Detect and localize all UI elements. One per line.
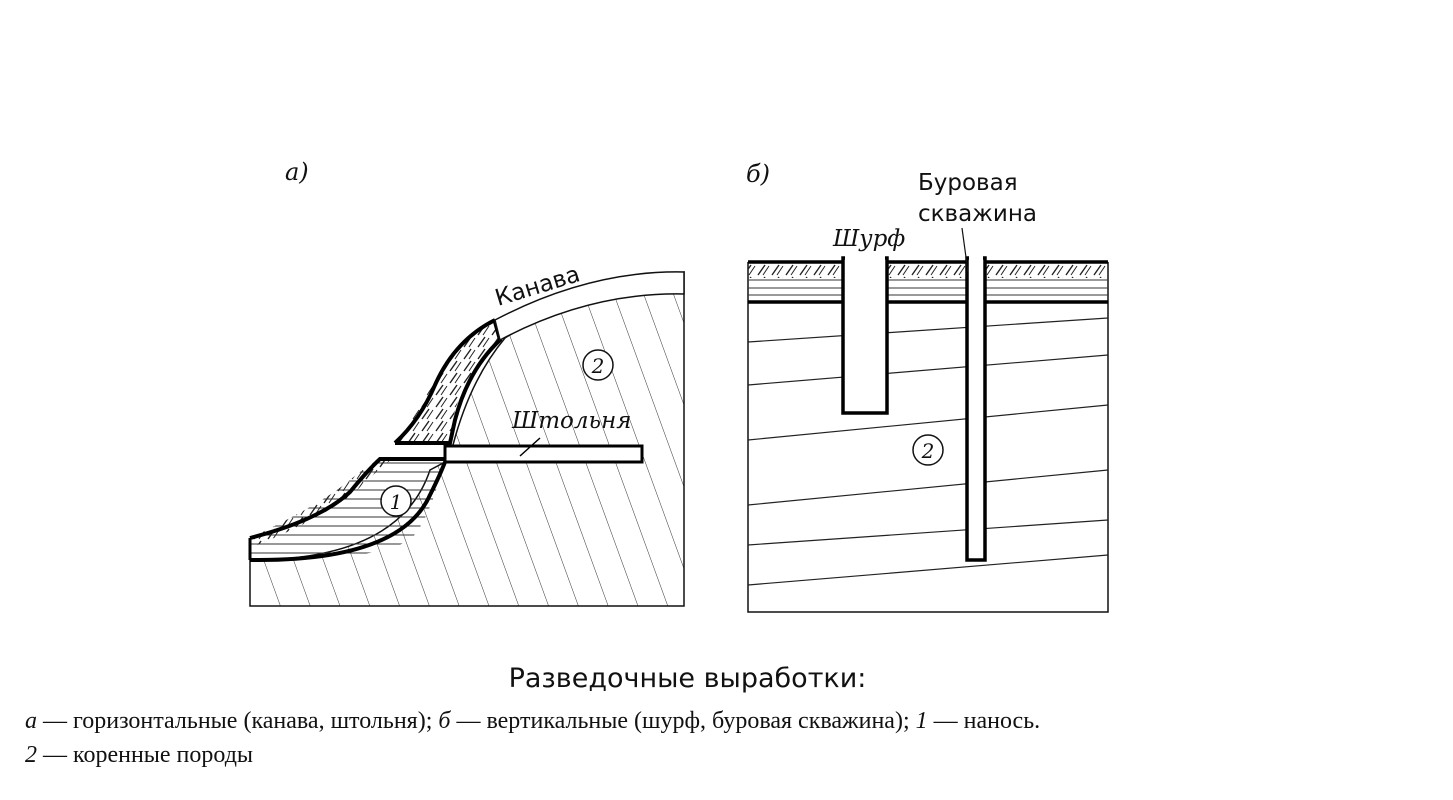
svg-text:2: 2: [591, 354, 605, 378]
adit-label: Штольня: [511, 408, 631, 434]
pit-label: Шурф: [832, 226, 905, 252]
turf-layer: [748, 262, 1108, 278]
overburden-lower: [250, 459, 445, 561]
marker-bedrock-b: 2: [912, 434, 944, 466]
svg-text:2: 2: [921, 439, 935, 463]
bedrock-contact-upper: [395, 321, 503, 445]
panel-a-letter: а): [285, 158, 309, 186]
caption-n2-text: — коренные породы: [37, 742, 254, 768]
caption-line-2: 2 — коренные породы: [25, 742, 253, 769]
caption-a-letter: а: [25, 708, 37, 734]
bedrock-contact-lower: [249, 461, 447, 563]
slope-surface-upper: [393, 318, 496, 445]
borehole: [965, 256, 987, 562]
slope-surface-lower: [249, 457, 445, 540]
caption-n2: 2: [25, 742, 37, 768]
panel-a: а) Канава Штольня 1 2: [248, 158, 685, 607]
marker-overburden-a: 1: [380, 485, 412, 517]
caption-b-letter: б: [438, 708, 451, 734]
caption-line-1: а — горизонтальные (канава, штольня); б …: [25, 708, 1040, 735]
bedding-layers: [747, 317, 1109, 586]
svg-text:1: 1: [390, 490, 403, 514]
caption-n1-text: — нанось.: [927, 708, 1041, 734]
caption-title: Разведочные выработки:: [508, 663, 867, 694]
panel-b: б) Шурф Буровая скважина 2: [746, 160, 1109, 613]
marker-bedrock-a: 2: [582, 349, 614, 381]
borehole-label-line1: Буровая: [918, 170, 1018, 196]
pit: [841, 256, 889, 415]
trench-band: [494, 271, 685, 342]
caption-b-text: — вертикальные (шурф, буровая скважина);: [450, 708, 916, 734]
caption-a-text: — горизонтальные (канава, штольня);: [37, 708, 439, 734]
panel-b-letter: б): [746, 160, 770, 188]
adit: [443, 444, 644, 464]
borehole-label-line2: скважина: [918, 201, 1037, 227]
block-outline-b: [747, 262, 1109, 613]
caption-n1: 1: [915, 708, 928, 734]
